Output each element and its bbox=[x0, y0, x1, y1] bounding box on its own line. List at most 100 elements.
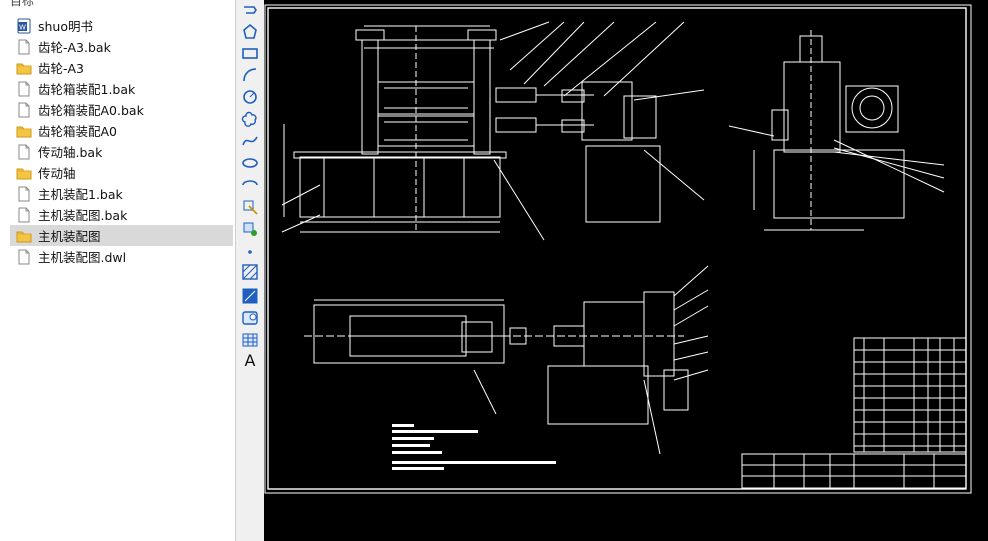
leader bbox=[281, 214, 321, 233]
polyline-icon[interactable] bbox=[239, 2, 261, 22]
file-item-label: 主机装配图 bbox=[38, 229, 101, 244]
motor-circle bbox=[851, 87, 893, 129]
leader bbox=[673, 289, 709, 311]
plan-motor-mount bbox=[643, 291, 675, 377]
gradient-icon[interactable] bbox=[239, 286, 261, 306]
draw-toolbar: A bbox=[235, 0, 265, 541]
gearbox bbox=[581, 81, 633, 141]
drawing-canvas[interactable] bbox=[264, 0, 988, 541]
plan-bracket bbox=[663, 369, 689, 411]
file-item-label: 齿轮-A3 bbox=[38, 61, 85, 76]
multiline-text-icon[interactable]: A bbox=[244, 350, 256, 370]
circle-icon[interactable] bbox=[239, 87, 261, 107]
sheet-border-inner bbox=[267, 7, 967, 490]
spline-icon[interactable] bbox=[239, 131, 261, 151]
right-column bbox=[473, 39, 491, 155]
file-item[interactable]: 齿轮-A3 bbox=[10, 57, 233, 78]
leader bbox=[643, 149, 705, 201]
leader bbox=[509, 21, 565, 71]
file-item[interactable]: 主机装配图 bbox=[10, 225, 233, 246]
file-item-label: shuo明书 bbox=[38, 19, 94, 34]
leader bbox=[643, 379, 661, 455]
title-block bbox=[741, 453, 967, 489]
revision-cloud-icon[interactable] bbox=[239, 109, 261, 129]
file-item[interactable]: 齿轮箱装配A0.bak bbox=[10, 99, 233, 120]
file-item[interactable]: 主机装配图.bak bbox=[10, 204, 233, 225]
dwg-file-icon bbox=[16, 60, 32, 76]
leader bbox=[673, 335, 709, 345]
motor-body bbox=[845, 85, 899, 133]
leader bbox=[673, 351, 709, 361]
leader bbox=[493, 159, 545, 241]
parts-list bbox=[853, 337, 967, 453]
motor-flange bbox=[623, 95, 657, 139]
region-icon[interactable] bbox=[239, 308, 261, 328]
file-icon bbox=[16, 186, 32, 202]
panel-header: 目标 bbox=[10, 0, 35, 8]
file-item-label: 主机装配1.bak bbox=[38, 187, 123, 202]
spindle bbox=[495, 87, 537, 103]
plan-coupling bbox=[509, 327, 527, 345]
plan-frame bbox=[313, 304, 505, 364]
motor-circle-inner bbox=[859, 95, 885, 121]
plan-view bbox=[304, 265, 709, 455]
dwg-file-icon bbox=[16, 228, 32, 244]
top-cap bbox=[467, 29, 497, 41]
dwg-file-icon bbox=[16, 123, 32, 139]
table-icon[interactable] bbox=[239, 330, 261, 350]
polygon-icon[interactable] bbox=[239, 22, 261, 42]
file-item-label: 齿轮箱装配A0.bak bbox=[38, 103, 144, 118]
front-base bbox=[299, 156, 501, 218]
front-view bbox=[281, 21, 705, 241]
file-icon bbox=[16, 249, 32, 265]
leader bbox=[673, 265, 709, 297]
leader bbox=[728, 125, 775, 137]
leader bbox=[473, 369, 497, 415]
ellipse-icon[interactable] bbox=[239, 153, 261, 173]
technical-notes bbox=[392, 424, 556, 470]
leader bbox=[543, 21, 615, 87]
side-handle bbox=[771, 109, 789, 141]
base-plate bbox=[293, 151, 507, 159]
file-item[interactable]: 传动轴 bbox=[10, 162, 233, 183]
file-item[interactable]: 主机装配1.bak bbox=[10, 183, 233, 204]
make-block-icon[interactable] bbox=[239, 219, 261, 239]
file-item[interactable]: 齿轮-A3.bak bbox=[10, 36, 233, 57]
file-item-label: 齿轮-A3.bak bbox=[38, 40, 111, 55]
file-item[interactable]: 主机装配图.dwl bbox=[10, 246, 233, 267]
word-doc-icon: W bbox=[16, 18, 32, 34]
leader bbox=[499, 21, 550, 41]
upper-roll bbox=[377, 81, 475, 115]
ellipse-arc-icon[interactable] bbox=[239, 175, 261, 195]
left-column bbox=[361, 39, 379, 155]
leader bbox=[833, 139, 945, 193]
rectangle-icon[interactable] bbox=[239, 43, 261, 63]
file-item-label: 传动轴 bbox=[38, 166, 76, 181]
file-icon bbox=[16, 207, 32, 223]
leader bbox=[563, 21, 657, 97]
side-view bbox=[728, 30, 945, 231]
cad-drawing bbox=[264, 4, 972, 494]
side-frame bbox=[783, 61, 841, 153]
arc-icon[interactable] bbox=[239, 65, 261, 85]
hatch-icon[interactable] bbox=[239, 262, 261, 282]
leader bbox=[833, 147, 945, 179]
file-icon bbox=[16, 39, 32, 55]
top-cap bbox=[355, 29, 385, 41]
file-item[interactable]: 齿轮箱装配1.bak bbox=[10, 78, 233, 99]
coupling bbox=[561, 119, 585, 133]
point-icon[interactable] bbox=[239, 242, 261, 262]
file-item[interactable]: 齿轮箱装配A0 bbox=[10, 120, 233, 141]
plan-gearbox bbox=[583, 301, 645, 367]
file-item-label: 齿轮箱装配A0 bbox=[38, 124, 118, 139]
insert-block-icon[interactable] bbox=[239, 197, 261, 217]
sheet-border-outer bbox=[264, 4, 972, 494]
file-item[interactable]: 传动轴.bak bbox=[10, 141, 233, 162]
leader bbox=[603, 21, 685, 97]
side-base bbox=[773, 149, 905, 219]
plan-motor bbox=[547, 365, 649, 425]
leader bbox=[833, 151, 945, 166]
gearbox-base bbox=[585, 145, 661, 223]
